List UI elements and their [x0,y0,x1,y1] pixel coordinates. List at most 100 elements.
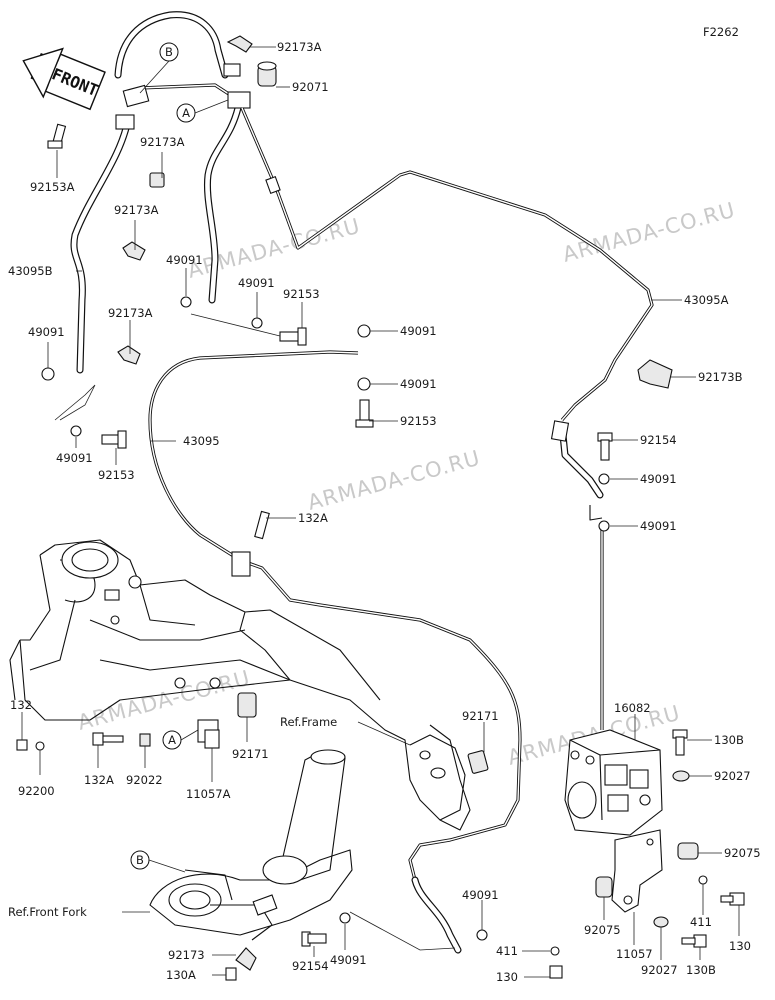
grommet-92171 [237,692,257,718]
label-ref-frame: Ref.Frame [280,715,337,729]
label-92173A: 92173A [277,40,322,54]
clamp-92173A [122,241,146,261]
bolt-132A [254,510,270,540]
figure-code: F2262 [703,25,739,39]
label-49091: 49091 [330,953,367,967]
label-92153: 92153 [283,287,320,301]
bolt-130 [720,892,745,906]
label-132A: 132A [84,773,114,787]
label-16082: 16082 [614,701,651,715]
damper-92075 [595,876,613,898]
label-43095B: 43095B [8,264,53,278]
label-49091: 49091 [28,325,65,339]
label-92071: 92071 [292,80,329,94]
watermark: ARMADA-CO.RU [560,198,738,267]
label-92153A: 92153A [30,180,75,194]
bolt-130B [681,934,707,948]
clamp-92173A [117,345,141,365]
label-92154: 92154 [640,433,677,447]
grommet-92171 [467,750,489,774]
bolt-92153A [47,123,67,149]
label-92173A: 92173A [114,203,159,217]
label-92075: 92075 [584,923,621,937]
callout-b-top: B [139,42,179,94]
bolt-92154 [301,931,327,947]
part-labels: 92173A 92071 92173A 92153A 92173A 43095B… [8,40,761,984]
watermark: ARMADA-CO.RU [305,446,483,515]
washer-411 [550,946,560,956]
collar-92022 [139,733,151,747]
label-130B: 130B [714,733,744,747]
svg-text:B: B [165,45,173,59]
front-fork-triple-clamp [149,749,353,941]
label-92171: 92171 [462,709,499,723]
label-132: 132 [10,698,32,712]
clamp-92173 [235,947,257,971]
brake-pipe-43095A [240,107,654,499]
abs-unit-16082 [564,729,663,836]
label-411: 411 [690,915,712,929]
label-411: 411 [496,944,518,958]
label-49091: 49091 [462,888,499,902]
label-92153: 92153 [98,468,135,482]
label-43095: 43095 [183,434,220,448]
label-92173A: 92173A [140,135,185,149]
abs-bracket-11057 [611,829,663,913]
label-49091: 49091 [166,253,203,267]
callout-b-fork: B [130,850,186,873]
label-92171: 92171 [232,747,269,761]
brake-pipe-43095 [148,350,522,954]
clamp-92173A [226,35,253,53]
label-49091: 49091 [640,472,677,486]
frame-outline [9,539,471,831]
leader-lines [21,46,740,978]
label-92200: 92200 [18,784,55,798]
callout-a-top: A [176,99,229,123]
damper-92071 [257,61,277,87]
sensor-bracket-11057A [197,719,220,749]
abs-feed-pipe [589,505,604,730]
label-130: 130 [496,970,518,984]
svg-text:A: A [168,733,176,747]
watermark: ARMADA-CO.RU [75,666,253,735]
bolt-92153 [101,430,127,449]
bolt-130A [225,967,237,981]
label-132A: 132A [298,511,328,525]
clamp-92173B [637,359,673,389]
washer-411 [698,875,708,885]
bolt-130B [672,729,688,756]
bolt-130 [549,965,563,979]
washers-49091 [41,296,610,941]
label-49091: 49091 [56,451,93,465]
label-92153: 92153 [400,414,437,428]
label-130A: 130A [166,968,196,982]
label-11057A: 11057A [186,787,231,801]
label-ref-front-fork: Ref.Front Fork [8,905,87,919]
label-130: 130 [729,939,751,953]
hose-joint-a [223,63,251,109]
front-arrow: FRONT [22,47,106,111]
label-92154: 92154 [292,959,329,973]
bolt-92153 [279,327,307,346]
label-92022: 92022 [126,773,163,787]
label-92173A: 92173A [108,306,153,320]
washer-92200 [35,741,45,751]
clamp-92173A [149,172,165,188]
svg-text:A: A [182,106,190,120]
label-130B: 130B [686,963,716,977]
label-92075: 92075 [724,846,761,860]
hose-joint-b [115,84,150,130]
bolt-132 [16,739,28,751]
callout-a-frame: A [162,729,199,750]
label-49091: 49091 [640,519,677,533]
bolt-92153 [355,399,374,428]
label-49091: 49091 [400,377,437,391]
svg-text:B: B [136,853,144,867]
label-11057: 11057 [616,947,653,961]
damper-92075 [677,842,699,860]
collar-92027 [672,770,690,782]
label-49091: 49091 [238,276,275,290]
label-92027: 92027 [641,963,678,977]
label-92173: 92173 [168,948,205,962]
